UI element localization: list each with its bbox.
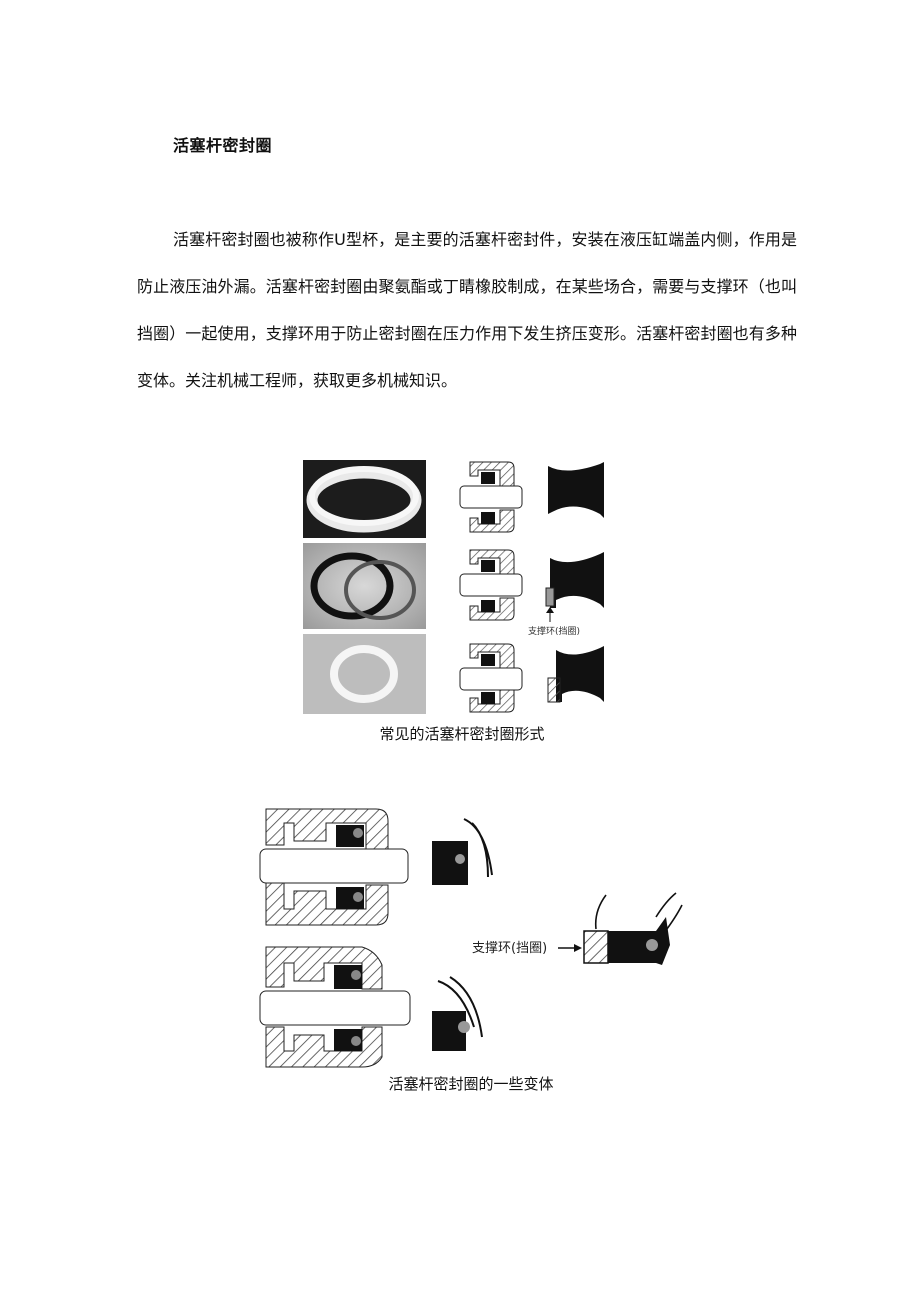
section-title: 活塞杆密封圈: [173, 136, 273, 155]
diagram-row-2: [459, 549, 604, 622]
variant-diagram-top: [259, 808, 493, 926]
figure2-caption: 活塞杆密封圈的一些变体: [388, 1075, 554, 1093]
figure-seal-variants: 支撑环(挡圈): [259, 808, 683, 1068]
photo-white-ring-dark: [303, 460, 426, 538]
photo-black-ring-pair: [303, 543, 426, 629]
paragraph-text: 活塞杆密封圈也被称作U型杯，是主要的活塞杆密封件，安装在液压缸端盖内侧，作用是防…: [137, 230, 797, 390]
figure1-caption: 常见的活塞杆密封圈形式: [379, 725, 545, 743]
figure2-support-ring-label: 支撑环(挡圈): [472, 941, 547, 956]
variant-diagram-bottom: [259, 946, 483, 1068]
diagram-row-3: [459, 643, 604, 713]
photo-white-ring-grey: [303, 634, 426, 714]
diagram-row-1: [459, 461, 604, 533]
support-ring-detail: 支撑环(挡圈): [472, 892, 683, 965]
body-paragraph: 活塞杆密封圈也被称作U型杯，是主要的活塞杆密封件，安装在液压缸端盖内侧，作用是防…: [137, 216, 797, 404]
figure1-support-ring-label: 支撑环(挡圈): [528, 625, 580, 637]
figure-common-seal-forms: 支撑环(挡圈): [303, 460, 604, 714]
